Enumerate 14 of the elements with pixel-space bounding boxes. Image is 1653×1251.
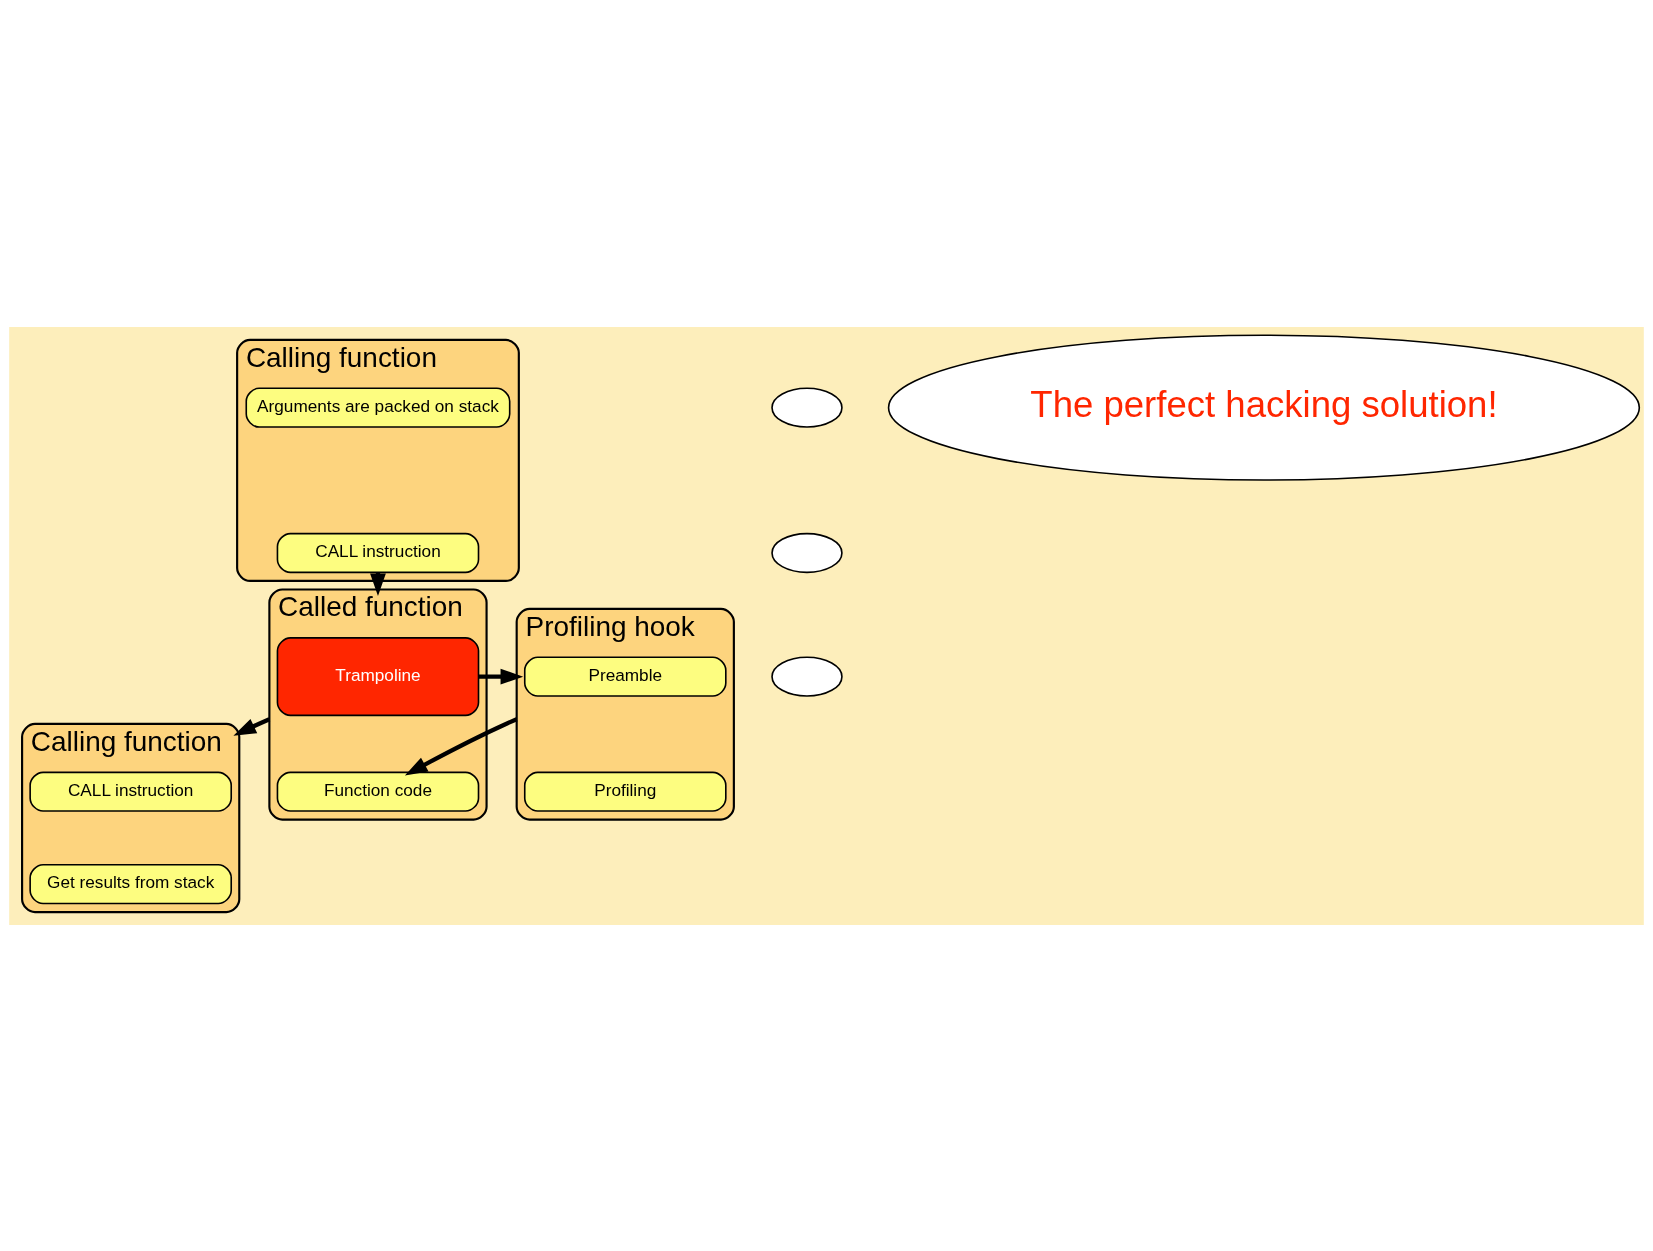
node-box: Preamble [523, 655, 727, 697]
node-cloud [771, 532, 843, 573]
node-box: CALL instruction [29, 771, 232, 812]
node-box: Get results from stack [29, 863, 232, 904]
node-cloud [771, 387, 843, 428]
arrow [478, 668, 524, 685]
node-box: Profiling [523, 771, 727, 812]
node-box: Arguments are packed on stack [245, 387, 511, 428]
arrow [404, 716, 518, 775]
node-ellipse: The perfect hacking solution! [887, 333, 1641, 481]
node-cloud [771, 655, 843, 697]
node-box: Trampoline [276, 636, 480, 716]
arrow [233, 716, 271, 736]
node-box: Function code [276, 771, 480, 812]
